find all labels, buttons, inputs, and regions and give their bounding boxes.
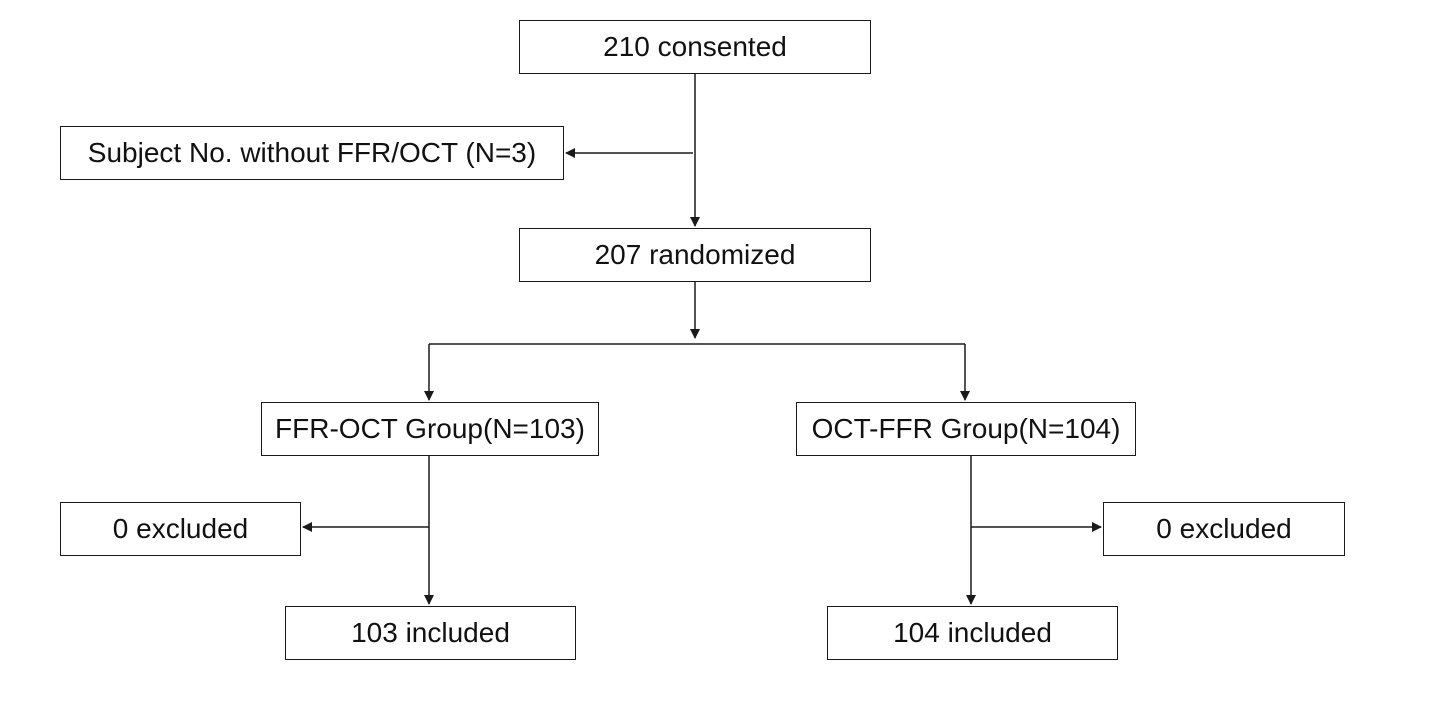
no-ffr-oct-box: Subject No. without FFR/OCT (N=3) — [60, 126, 564, 180]
left-included-label: 103 included — [351, 617, 510, 648]
consented-box: 210 consented — [519, 20, 871, 74]
ffr-oct-group-label: FFR-OCT Group(N=103) — [275, 413, 585, 444]
no-ffr-oct-label: Subject No. without FFR/OCT (N=3) — [87, 137, 537, 168]
right-included-box: 104 included — [827, 606, 1118, 660]
randomized-label: 207 randomized — [594, 239, 796, 270]
left-excluded-label: 0 excluded — [112, 513, 249, 544]
oct-ffr-group-box: OCT-FFR Group(N=104) — [796, 402, 1136, 456]
left-excluded-box: 0 excluded — [60, 502, 301, 556]
right-included-label: 104 included — [893, 617, 1052, 648]
left-included-box: 103 included — [285, 606, 576, 660]
oct-ffr-group-label: OCT-FFR Group(N=104) — [811, 413, 1121, 444]
consented-label: 210 consented — [603, 31, 787, 62]
ffr-oct-group-box: FFR-OCT Group(N=103) — [261, 402, 599, 456]
right-excluded-label: 0 excluded — [1156, 513, 1292, 544]
right-excluded-box: 0 excluded — [1103, 502, 1345, 556]
randomized-box: 207 randomized — [519, 228, 871, 282]
